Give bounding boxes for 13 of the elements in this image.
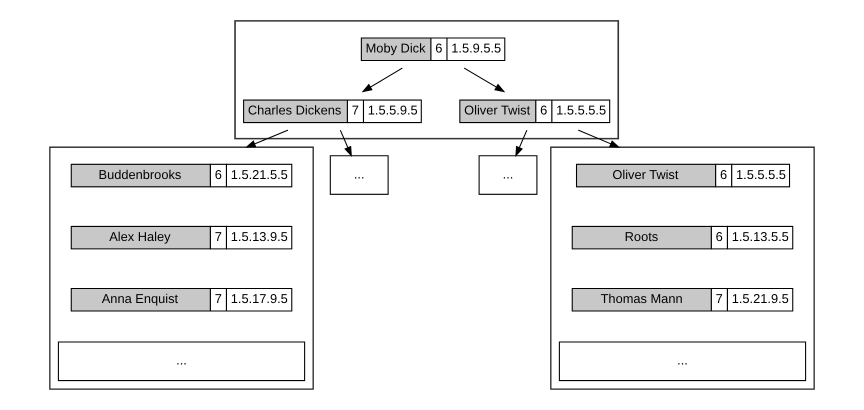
cluster — [234, 20, 620, 140]
node-box: ... — [558, 341, 806, 382]
arrow — [362, 68, 403, 92]
arrow — [578, 130, 620, 148]
cluster — [49, 146, 314, 390]
cluster — [550, 146, 815, 390]
node-box: ... — [58, 341, 306, 382]
arrow — [340, 130, 352, 158]
arrow — [515, 130, 528, 158]
arrow — [245, 130, 288, 148]
node-box: ... — [478, 155, 538, 195]
arrow — [464, 68, 506, 92]
node-box: ... — [330, 155, 389, 195]
